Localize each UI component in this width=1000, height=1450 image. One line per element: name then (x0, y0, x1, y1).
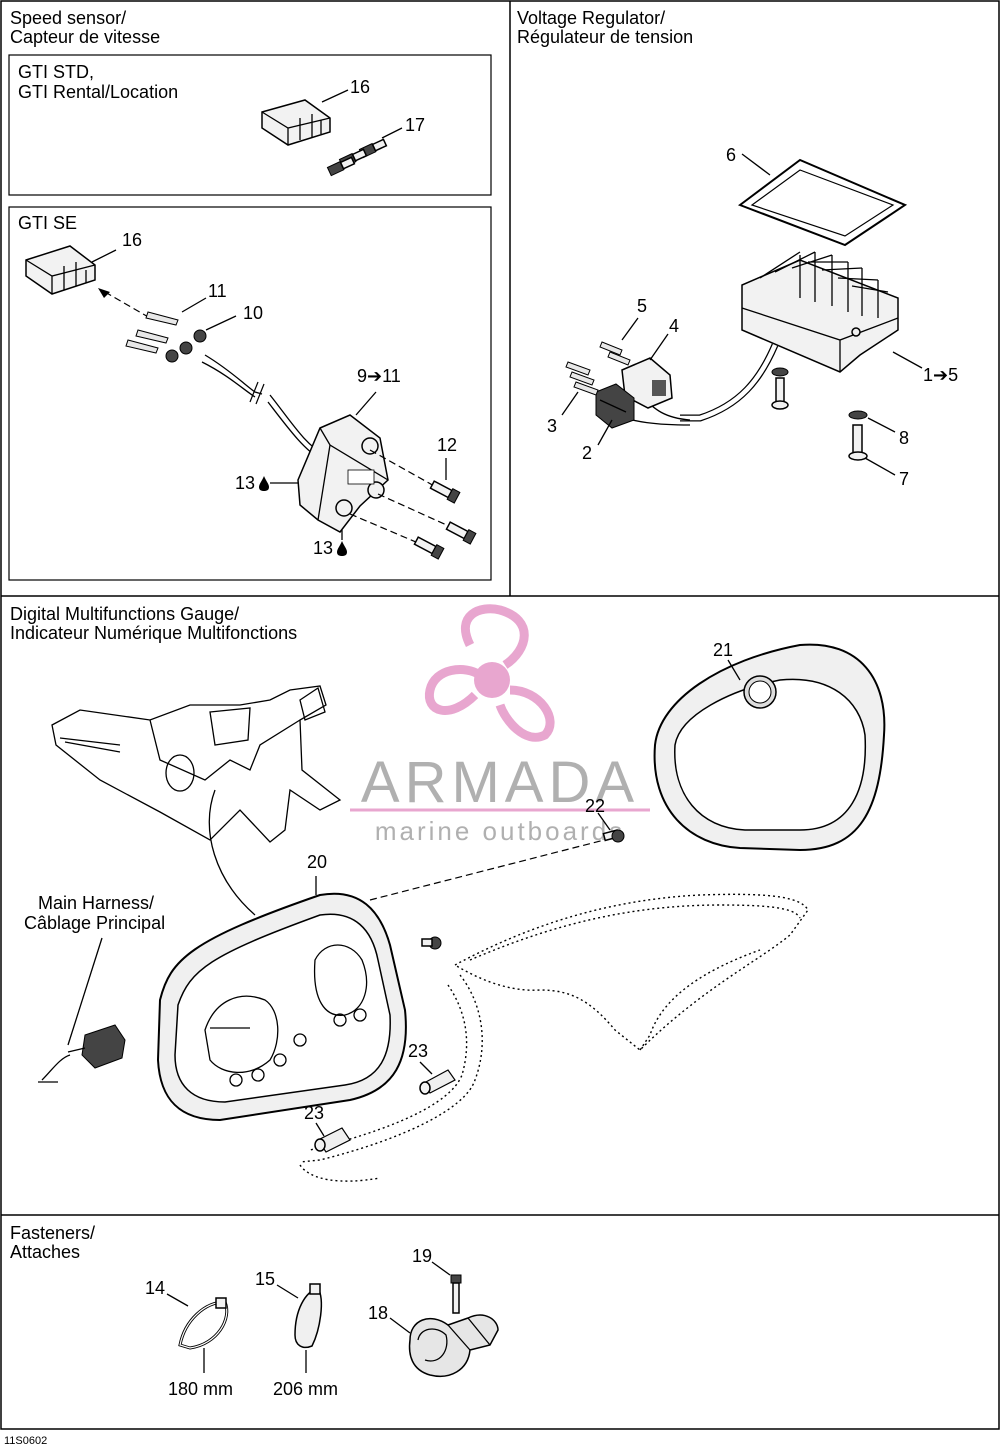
watermark-tagline: marine outboards (375, 816, 625, 846)
callout-10: 10 (243, 303, 263, 323)
tie-strap-14 (178, 1297, 229, 1350)
callout-23-left: 23 (304, 1103, 324, 1123)
gti-std-box (8, 54, 492, 196)
gti-se-box (8, 206, 492, 581)
callout-1-to-5: 1➔5 (923, 365, 958, 385)
connector-16-se (25, 245, 96, 295)
fasteners-title-2: Attaches (10, 1242, 80, 1262)
speed-sensor-title-1: Speed sensor/ (10, 8, 126, 28)
callout-4: 4 (669, 316, 679, 336)
harness-connector (38, 1024, 126, 1083)
dimension-180mm: 180 mm (168, 1379, 233, 1399)
voltage-regulator-title-2: Régulateur de tension (517, 27, 693, 47)
callout-12: 12 (437, 435, 457, 455)
regulator-body (741, 251, 899, 373)
main-harness-label-1: Main Harness/ (38, 893, 154, 913)
callout-16-se: 16 (122, 230, 142, 250)
callout-15: 15 (255, 1269, 275, 1289)
watermark: ARMADA marine outboards (350, 604, 650, 846)
connector-16-std (261, 99, 331, 146)
drop-icon (337, 541, 347, 556)
watermark-brand: ARMADA (361, 750, 639, 815)
terminals-5-3 (565, 341, 631, 396)
hull-body-outline (51, 685, 342, 843)
connector-2 (595, 383, 635, 429)
callout-19: 19 (412, 1246, 432, 1266)
screw-22 (602, 829, 625, 843)
callout-8: 8 (899, 428, 909, 448)
gasket-6 (737, 158, 908, 247)
screw-gauge-mount (421, 936, 442, 950)
propeller-logo-icon (424, 604, 555, 742)
gauge-title-2: Indicateur Numérique Multifonctions (10, 623, 297, 643)
gti-std-title-1: GTI STD, (18, 62, 94, 82)
speed-sensor-title-2: Capteur de vitesse (10, 27, 160, 47)
screws-12 (349, 449, 477, 560)
gauge-20 (156, 892, 407, 1122)
callout-21: 21 (713, 640, 733, 660)
drop-icon (259, 476, 269, 491)
pins-17 (326, 138, 388, 177)
callout-20: 20 (307, 852, 327, 872)
callout-14: 14 (145, 1278, 165, 1298)
fasteners-title-1: Fasteners/ (10, 1223, 95, 1243)
callout-16-std: 16 (350, 77, 370, 97)
dimension-206mm: 206 mm (273, 1379, 338, 1399)
callout-9-to-11: 9➔11 (357, 366, 401, 386)
tie-strap-15 (294, 1283, 323, 1349)
speed-sensor-body (297, 414, 389, 533)
screw-19 (450, 1274, 462, 1314)
gti-std-title-2: GTI Rental/Location (18, 82, 178, 102)
hose-23-left (314, 1127, 351, 1153)
callout-3: 3 (547, 416, 557, 436)
sensor-wires (201, 354, 326, 461)
main-harness-label-2: Câblage Principal (24, 913, 165, 933)
clamp-18 (408, 1314, 499, 1377)
callout-13-upper: 13 (235, 473, 255, 493)
seat-dotted-outline (299, 893, 809, 1182)
screw-7 (771, 367, 868, 461)
callout-5: 5 (637, 296, 647, 316)
callout-17: 17 (405, 115, 425, 135)
figure-code: 11S0602 (4, 1435, 47, 1447)
callout-2: 2 (582, 443, 592, 463)
hose-23-right (419, 1069, 456, 1095)
gauge-title-1: Digital Multifunctions Gauge/ (10, 604, 239, 624)
gti-se-title: GTI SE (18, 213, 77, 233)
seals-10 (165, 329, 207, 363)
callout-13-lower: 13 (313, 538, 333, 558)
callouts: 16 17 16 11 10 9➔11 12 13 13 6 5 4 3 2 1… (122, 77, 958, 1399)
callout-7: 7 (899, 469, 909, 489)
callout-11: 11 (208, 281, 227, 301)
callout-18: 18 (368, 1303, 388, 1323)
terminals-11 (125, 311, 179, 354)
callout-6: 6 (726, 145, 736, 165)
callout-22: 22 (585, 796, 605, 816)
bezel-21 (653, 643, 886, 852)
callout-23-right: 23 (408, 1041, 428, 1061)
voltage-regulator-title-1: Voltage Regulator/ (517, 8, 665, 28)
